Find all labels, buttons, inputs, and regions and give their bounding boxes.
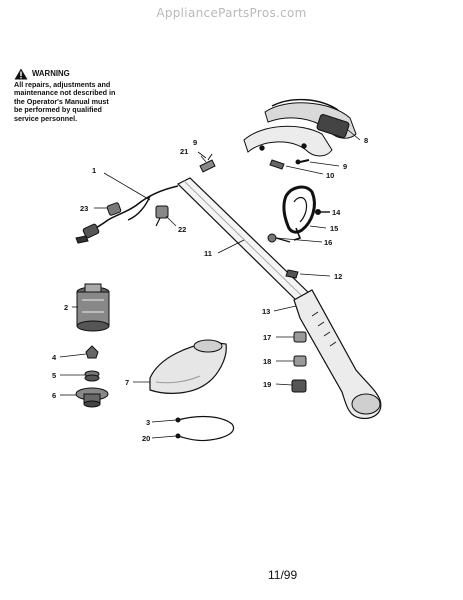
- label-part-9-upper: 9: [193, 138, 197, 147]
- label-part-19: 19: [263, 380, 271, 389]
- label-part-13: 13: [262, 307, 270, 316]
- leader-lines: [59, 129, 361, 439]
- warning-notice: WARNING All repairs, adjustments and mai…: [14, 68, 134, 123]
- warning-triangle-icon: [14, 68, 28, 80]
- part-spring-5[interactable]: [84, 370, 100, 382]
- part-motor[interactable]: [76, 283, 110, 332]
- part-clip-22[interactable]: [155, 205, 169, 227]
- part-labels: 1 2 3 4 5 6 7 8 9 9 10 11 12 13 14 15 16…: [52, 136, 368, 443]
- part-clip-18[interactable]: [293, 355, 307, 367]
- label-part-15: 15: [330, 224, 338, 233]
- part-screw-10[interactable]: [269, 159, 285, 170]
- warning-heading: WARNING: [14, 68, 134, 80]
- part-clip-17[interactable]: [293, 331, 307, 343]
- warning-line: service personnel.: [14, 113, 78, 123]
- part-lower-housing[interactable]: [293, 289, 382, 419]
- date-code: 11/99: [268, 568, 298, 582]
- part-clip-12[interactable]: [285, 269, 299, 279]
- label-part-18: 18: [263, 357, 271, 366]
- label-part-21: 21: [180, 147, 188, 156]
- warning-line: All repairs, adjustments and: [14, 80, 111, 89]
- part-upper-guard[interactable]: [243, 98, 357, 157]
- part-trimmer-line[interactable]: [175, 415, 235, 442]
- part-spool-6[interactable]: [75, 387, 109, 408]
- label-part-5: 5: [52, 371, 56, 380]
- part-shield[interactable]: [149, 339, 227, 394]
- part-shaft[interactable]: [176, 177, 313, 305]
- label-part-8: 8: [364, 136, 368, 145]
- label-part-16: 16: [324, 238, 332, 247]
- label-part-22: 22: [178, 225, 186, 234]
- part-knob-4[interactable]: [85, 345, 99, 359]
- label-part-23: 23: [80, 204, 88, 213]
- label-part-3: 3: [146, 418, 150, 427]
- label-part-20: 20: [142, 434, 150, 443]
- warning-heading-text: WARNING: [32, 68, 70, 78]
- label-part-1: 1: [92, 166, 96, 175]
- part-screw-21[interactable]: [199, 153, 216, 173]
- part-clip-19[interactable]: [291, 379, 307, 393]
- label-part-2: 2: [64, 303, 68, 312]
- label-part-9-lower: 9: [343, 162, 347, 171]
- part-cord-harness[interactable]: [75, 185, 179, 244]
- warning-line: be performed by qualified: [14, 105, 102, 115]
- label-part-7: 7: [125, 378, 129, 387]
- label-part-14: 14: [332, 208, 341, 217]
- warning-line: the Operator's Manual must: [14, 96, 109, 106]
- part-assist-handle[interactable]: [267, 185, 316, 243]
- label-part-17: 17: [263, 333, 271, 342]
- warning-line: maintenance not described in: [14, 88, 116, 98]
- label-part-6: 6: [52, 391, 56, 400]
- label-part-11: 11: [204, 249, 212, 258]
- label-part-10: 10: [326, 171, 334, 180]
- watermark: AppliancePartsPros.com: [156, 6, 307, 20]
- label-part-12: 12: [334, 272, 342, 281]
- part-screw-9-lower[interactable]: [295, 159, 310, 165]
- label-part-4: 4: [52, 353, 57, 362]
